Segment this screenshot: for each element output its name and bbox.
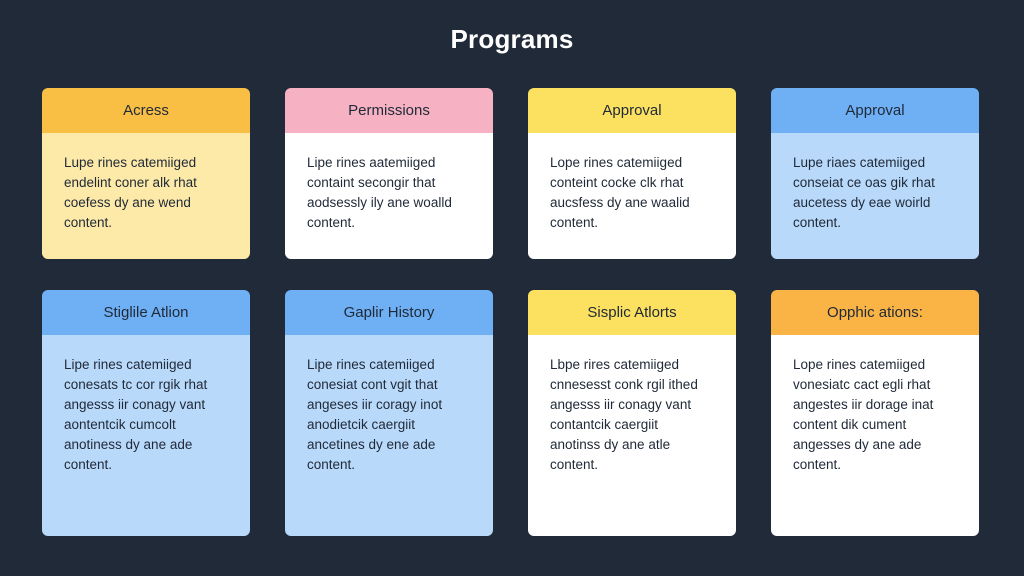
card-title: Opphic ations: [771,290,979,335]
card-title: Acress [42,88,250,133]
card-description-line: cnnesesst conk rgil ithed [550,377,698,392]
card-description-line: angestes iir dorage inat [793,397,934,412]
card-description-line: vonesiatc cact egli rhat [793,377,931,392]
card-description-line: conseiat ce oas gik rhat [793,175,935,190]
card-description-line: anodietcik caergiit [307,417,416,432]
card-title: Approval [528,88,736,133]
card-description: Lope rines catemiiged conteint cocke clk… [528,133,736,259]
card-description-line: Lupe rines catemiiged [64,155,197,170]
card-description-line: conteint cocke clk rhat [550,175,684,190]
card-description-line: ancetines dy ene ade [307,437,436,452]
card-description-line: content. [307,457,356,472]
card-description-line: contantcik caergiit [550,417,659,432]
card-description-line: Lipe rines catemiiged [307,357,435,372]
card-description-line: angesss iir conagy vant [550,397,692,412]
card-description-line: angesss iir conagy vant [64,397,206,412]
program-card[interactable]: Permissions Lipe rines aatemiiged contai… [285,88,493,259]
card-description: Lipe rines catemiiged conesiat cont vgit… [285,335,493,536]
card-description: Lupe riaes catemiiged conseiat ce oas gi… [771,133,979,259]
card-description-line: Lope rines catemiiged [793,357,926,372]
card-description-line: content dik cument [793,417,907,432]
card-title: Sisplic Atlorts [528,290,736,335]
card-description-line: conesiat cont vgit that [307,377,438,392]
card-description: Lipe rines catemiiged conesats tc cor rg… [42,335,250,536]
card-description-line: containt secongir that [307,175,436,190]
card-description-line: aucsfess dy ane waalid [550,195,690,210]
card-description-line: content. [550,215,599,230]
card-description-line: content. [64,215,113,230]
card-title: Permissions [285,88,493,133]
card-description-line: aontentcik cumcolt [64,417,176,432]
program-card[interactable]: Gaplir History Lipe rines catemiiged con… [285,290,493,536]
card-description-line: anotiness dy ane ade [64,437,193,452]
card-title: Gaplir History [285,290,493,335]
program-card[interactable]: Opphic ations: Lope rines catemiiged von… [771,290,979,536]
card-description-line: content. [793,215,842,230]
card-description-line: anotinss dy ane atle [550,437,671,452]
program-card[interactable]: Approval Lope rines catemiiged conteint … [528,88,736,259]
card-description-line: content. [550,457,599,472]
card-description-line: coefess dy ane wend [64,195,191,210]
card-description-line: content. [793,457,842,472]
card-description-line: Lope rines catemiiged [550,155,683,170]
card-description-line: endelint coner alk rhat [64,175,197,190]
page-title: Programs [450,24,574,54]
card-description: Lipe rines aatemiiged containt secongir … [285,133,493,259]
program-card[interactable]: Sisplic Atlorts Lbpe rires catemiiged cn… [528,290,736,536]
card-description-line: Lipe rines catemiiged [64,357,192,372]
card-description-line: angesses dy ane ade [793,437,922,452]
card-description-line: aodsessly ily ane woalld [307,195,452,210]
card-description-line: Lbpe rires catemiiged [550,357,680,372]
card-description-line: aucetess dy eae woirld [793,195,931,210]
program-card[interactable]: Acress Lupe rines catemiiged endelint co… [42,88,250,259]
card-description-line: conesats tc cor rgik rhat [64,377,208,392]
card-description: Lope rines catemiiged vonesiatc cact egl… [771,335,979,536]
card-description: Lupe rines catemiiged endelint coner alk… [42,133,250,259]
card-description-line: Lipe rines aatemiiged [307,155,436,170]
program-card[interactable]: Approval Lupe riaes catemiiged conseiat … [771,88,979,259]
card-description-line: content. [307,215,356,230]
program-card[interactable]: Stiglile Atlion Lipe rines catemiiged co… [42,290,250,536]
card-title: Stiglile Atlion [42,290,250,335]
card-description-line: angeses iir coragy inot [307,397,443,412]
card-description-line: content. [64,457,113,472]
card-description: Lbpe rires catemiiged cnnesesst conk rgi… [528,335,736,536]
card-description-line: Lupe riaes catemiiged [793,155,926,170]
program-card-grid: Acress Lupe rines catemiiged endelint co… [42,88,980,536]
card-title: Approval [771,88,979,133]
